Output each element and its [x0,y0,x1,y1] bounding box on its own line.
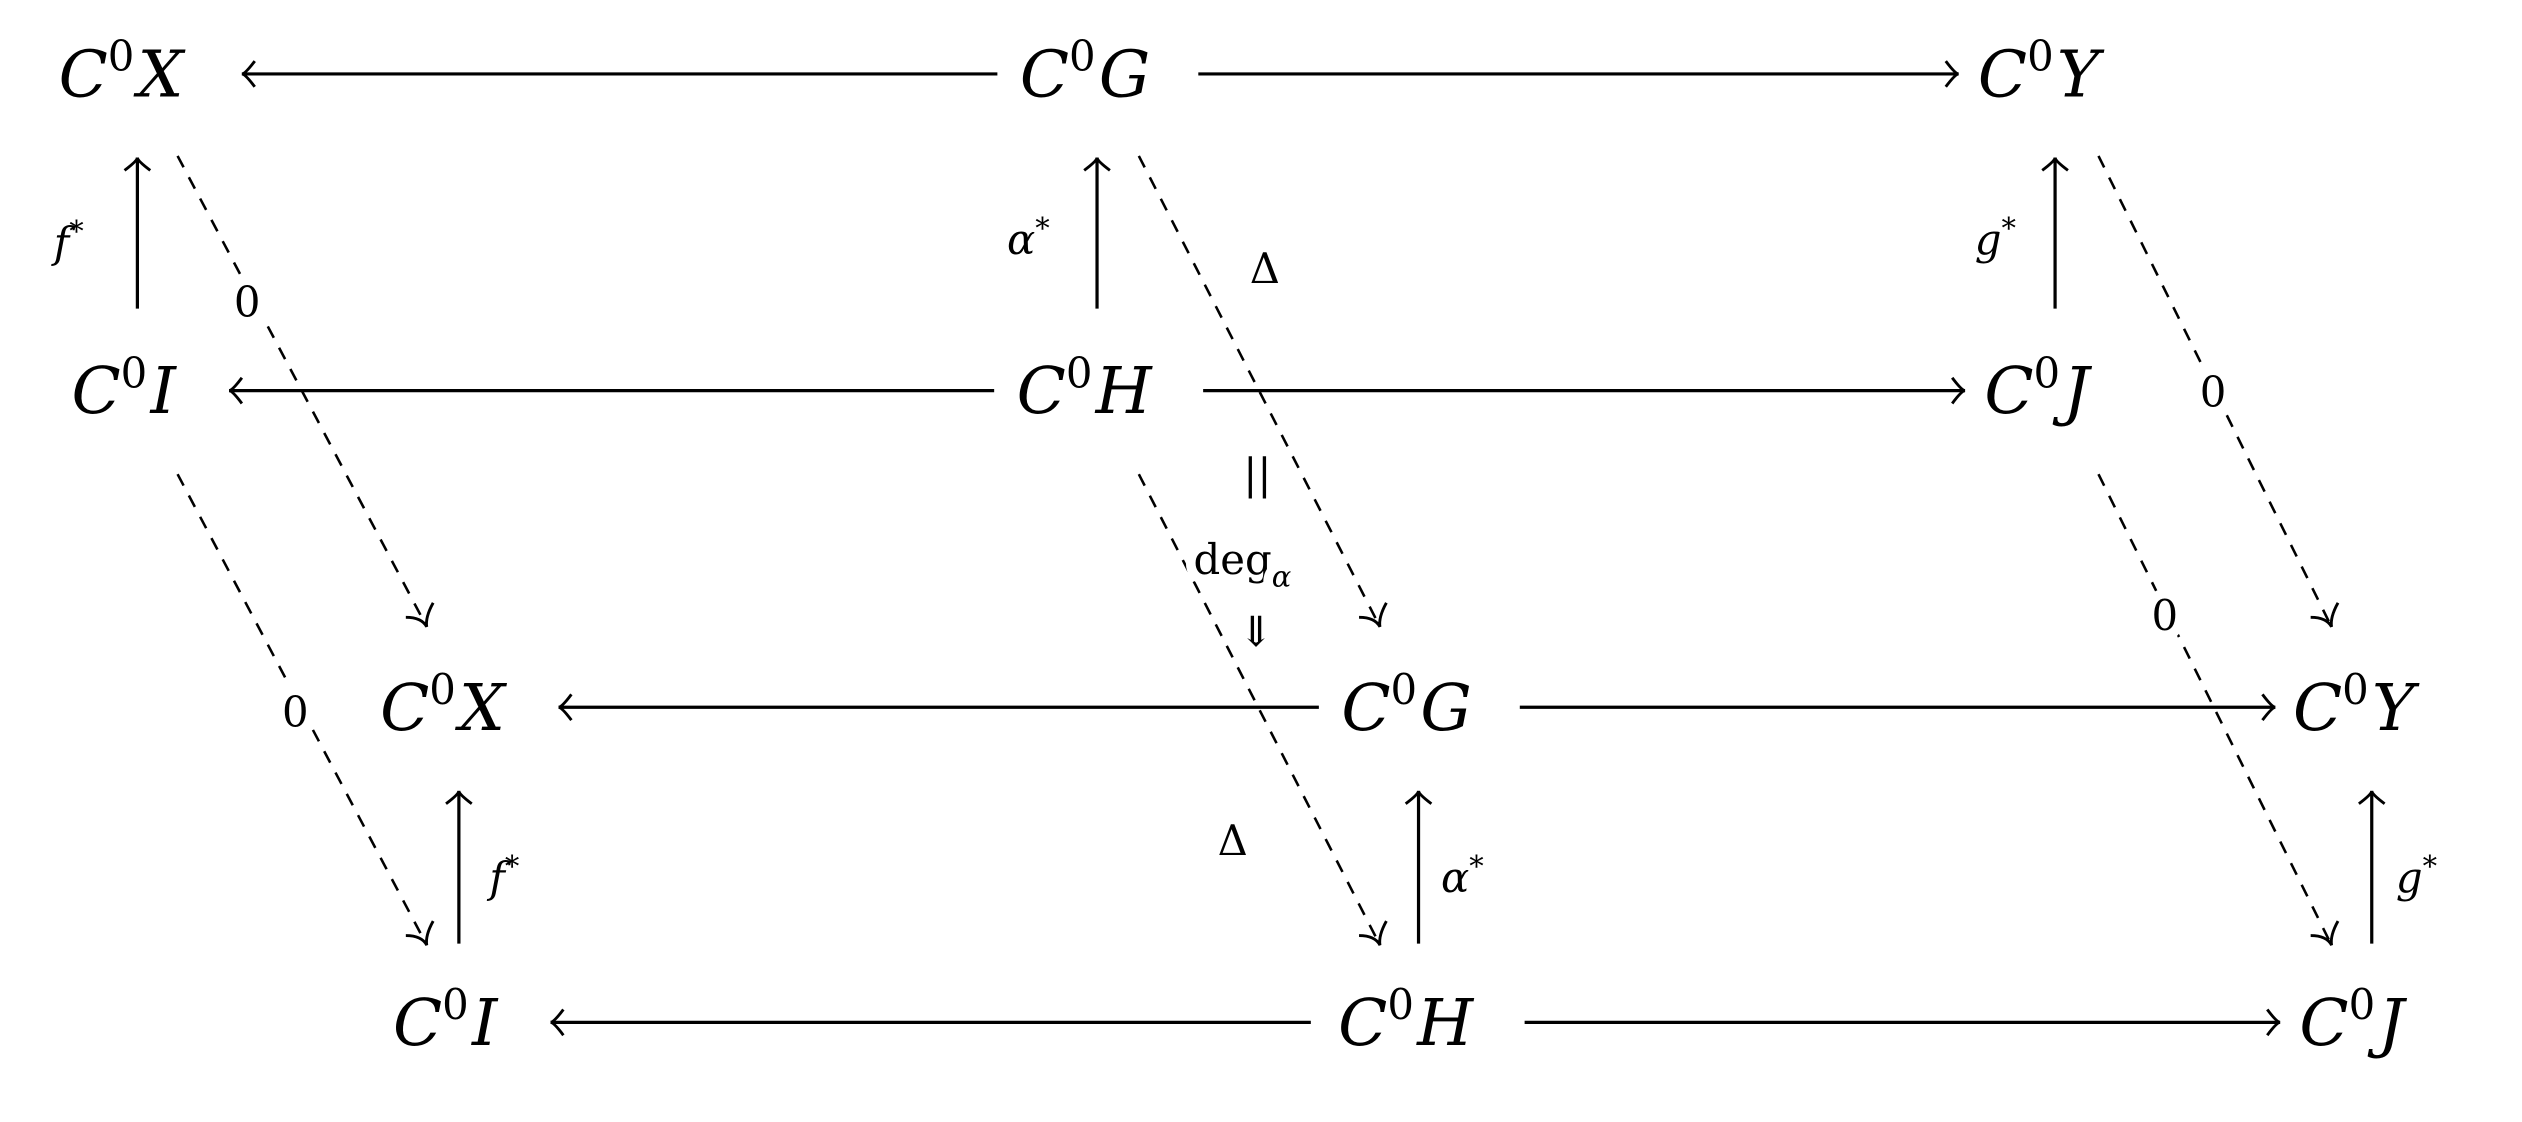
arrowhead-up [123,157,152,172]
node-c0j-mid: C0J [1984,348,2092,429]
arrowhead-diag [2310,920,2340,946]
arrowhead-up [1404,790,1433,805]
label-equals-vertical: || [1243,450,1271,499]
arrowhead-right [1951,376,1966,405]
arrowhead-diag [2310,602,2340,628]
node-c0y-top: C0Y [1978,32,2105,113]
label-zero-x: 0 [234,278,261,327]
node-c0y-low: C0Y [2293,665,2420,746]
node-c0x-top: C0X [59,32,186,113]
arrowhead-up [1083,157,1111,172]
node-c0i-bot: C0I [393,980,499,1061]
arrowhead-left [558,693,573,722]
arrowhead-diag [405,920,435,946]
dashed-arrows [176,155,2340,946]
label-zero-i: 0 [282,688,309,737]
label-delta-low: Δ [1218,816,1248,865]
arrowhead-right [2266,1008,2281,1037]
node-c0g-low: C0G [1341,665,1471,746]
label-alpha-star-low: α* [1441,849,1484,902]
arrowhead-right [1944,60,1959,88]
label-implies-down: ⇓ [1238,607,1273,656]
arrowhead-right [2261,693,2276,722]
dashed-y-to-y [2097,155,2332,625]
label-zero-y: 0 [2200,368,2227,417]
arrowhead-up [2041,157,2069,172]
label-g-star-top: g* [1975,211,2016,264]
nodes: C0X C0G C0Y C0I C0H C0J C0X C0G C0Y C0I … [59,32,2420,1061]
edge-labels: f* α* g* f* α* g* 0 0 0 0 Δ Δ || degα ⇓ [51,211,2437,902]
arrowhead-diag [405,602,435,628]
dashed-g-to-g [1137,155,1380,625]
label-f-star-low: f* [486,849,519,902]
dashed-h-to-h [1137,473,1380,943]
arrowhead-left [241,60,256,88]
node-c0x-low: C0X [380,665,507,746]
node-c0g-top: C0G [1020,32,1150,113]
arrowhead-diag [1359,602,1388,628]
node-c0j-bot: C0J [2299,980,2407,1061]
label-zero-j: 0 [2152,591,2179,640]
arrowhead-diag [1359,920,1388,946]
dashed-x-to-x [176,155,427,625]
arrowhead-up [445,790,473,805]
vertical-arrows [123,157,2386,944]
label-g-star-low: g* [2396,849,2437,902]
node-c0h-bot: C0H [1338,980,1475,1061]
node-c0h-mid: C0H [1017,348,1154,429]
horizontal-arrows [228,60,2281,1037]
label-f-star-top: f* [51,214,84,267]
label-deg-alpha: degα [1193,535,1291,594]
arrowhead-up [2358,790,2386,805]
node-c0i-mid: C0I [71,348,177,429]
arrowhead-left [550,1008,565,1037]
dashed-i-to-i [176,473,427,943]
label-alpha-star-top: α* [1007,211,1050,264]
dashed-j-to-j [2097,473,2332,943]
arrowhead-left [228,376,244,405]
label-delta-top: Δ [1250,244,1280,293]
